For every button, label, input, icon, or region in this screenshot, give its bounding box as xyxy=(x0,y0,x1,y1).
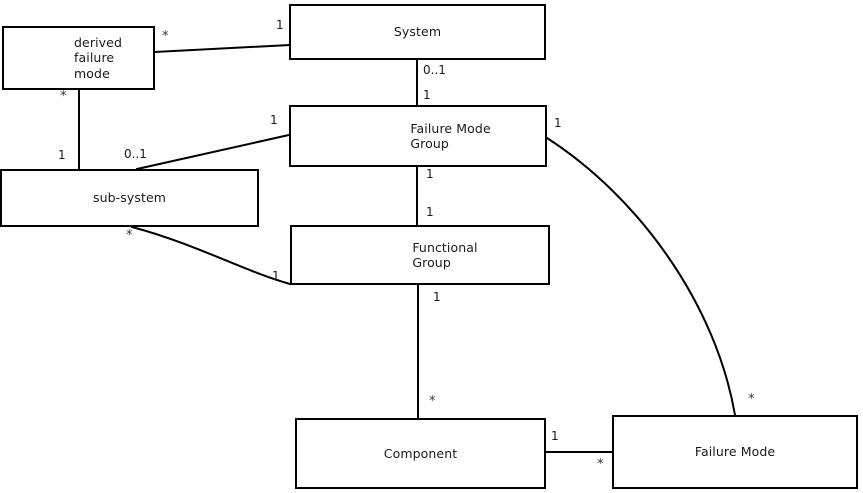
multiplicity-component-functional-group: * xyxy=(429,394,436,409)
class-name-failure-mode: Failure Mode xyxy=(694,444,776,460)
class-name-derived-failure-mode: derived failure mode xyxy=(74,34,122,81)
multiplicity-failure-mode-group-functional-group: 1 xyxy=(426,167,434,181)
association-line-sub-system-functional-group xyxy=(130,225,292,286)
multiplicity-sub-system-derived-failure-mode: 1 xyxy=(58,148,66,162)
class-name-functional-group: Functional Group xyxy=(412,239,478,271)
multiplicity-functional-group-failure-mode-group: 1 xyxy=(426,205,434,219)
multiplicity-functional-group-component: 1 xyxy=(433,290,441,304)
class-box-failure-mode-group[interactable]: Failure Mode Group xyxy=(289,105,547,167)
multiplicity-failure-mode-group-sub-system: 1 xyxy=(270,113,278,127)
multiplicity-failure-mode-group-failure-mode: 1 xyxy=(554,116,562,130)
multiplicity-system-derived-failure-mode: 1 xyxy=(276,18,284,32)
multiplicity-sub-system-failure-mode-group: 0..1 xyxy=(124,147,147,161)
multiplicity-functional-group-sub-system: 1 xyxy=(272,269,280,283)
class-box-derived-failure-mode[interactable]: derived failure mode xyxy=(2,26,155,90)
multiplicity-derived-failure-mode-system: * xyxy=(162,29,169,44)
class-box-component[interactable]: Component xyxy=(295,418,546,489)
multiplicity-failure-mode-group-system: 1 xyxy=(423,88,431,102)
multiplicity-failure-mode-component: * xyxy=(597,457,604,472)
class-name-system: System xyxy=(393,24,442,40)
multiplicity-failure-mode-failure-mode-group: * xyxy=(748,392,755,407)
association-line-failure-mode-group-failure-mode xyxy=(545,136,737,417)
multiplicity-derived-failure-mode-sub-system: * xyxy=(60,89,67,104)
association-line-derived-failure-mode-system xyxy=(153,43,291,54)
multiplicity-system-failure-mode-group: 0..1 xyxy=(423,63,446,77)
multiplicity-sub-system-functional-group: * xyxy=(126,228,133,243)
class-box-functional-group[interactable]: Functional Group xyxy=(290,225,550,285)
class-box-failure-mode[interactable]: Failure Mode xyxy=(612,415,858,489)
class-name-failure-mode-group: Failure Mode Group xyxy=(410,120,491,152)
class-box-sub-system[interactable]: sub-system xyxy=(0,169,259,227)
class-box-system[interactable]: System xyxy=(289,4,546,60)
class-name-sub-system: sub-system xyxy=(92,190,167,206)
class-name-component: Component xyxy=(383,445,458,461)
multiplicity-component-failure-mode: 1 xyxy=(551,429,559,443)
association-line-sub-system-failure-mode-group xyxy=(135,133,291,171)
